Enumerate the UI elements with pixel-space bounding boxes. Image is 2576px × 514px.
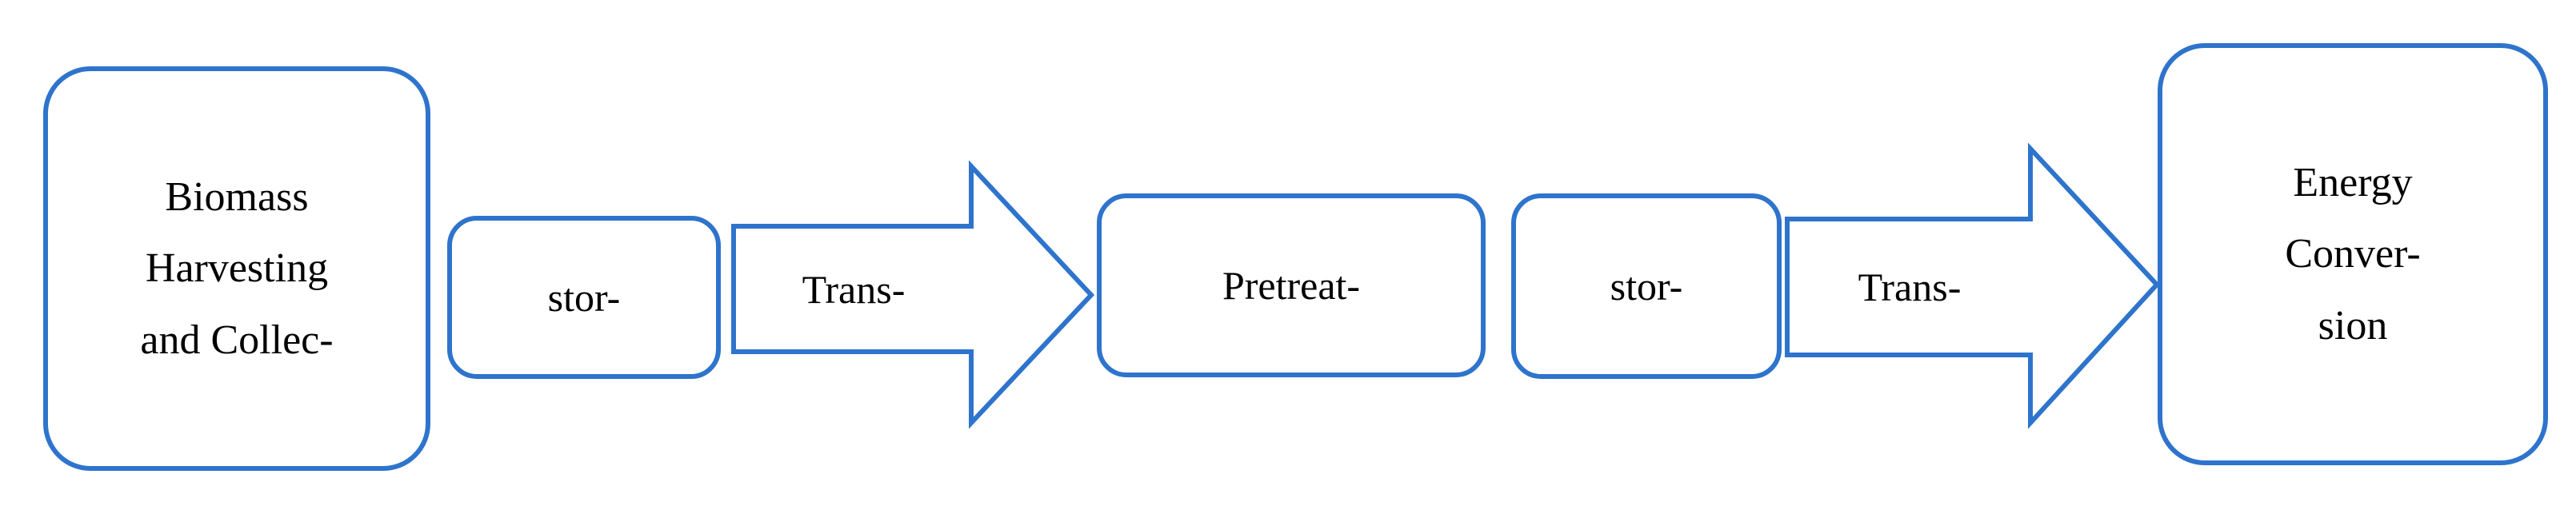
shape-storage-1[interactable]	[447, 216, 721, 379]
shape-pretreatment[interactable]	[1097, 193, 1486, 377]
shape-transport-2[interactable]	[1785, 142, 2161, 429]
shape-energy-conversion[interactable]	[2158, 43, 2548, 465]
shape-transport-1[interactable]	[731, 160, 1095, 429]
shape-storage-2[interactable]	[1511, 193, 1782, 379]
shape-biomass-harvesting-and-collection[interactable]	[43, 66, 430, 471]
